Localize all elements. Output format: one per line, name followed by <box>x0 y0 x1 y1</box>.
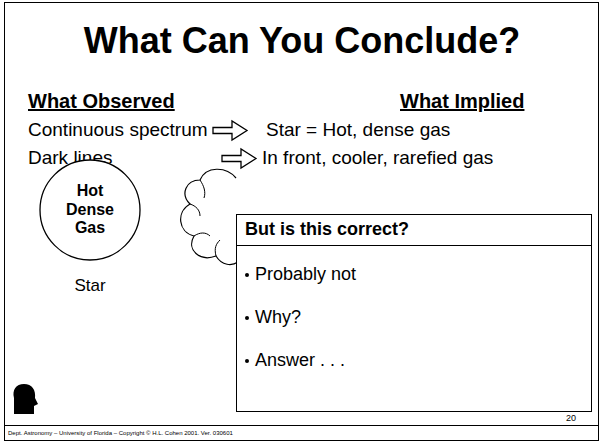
callout-box: But is this correct? Probably notWhy? Answ… <box>236 214 592 412</box>
circle-label: Hot Dense Gas <box>60 180 120 240</box>
column-heading: What Implied <box>400 90 524 113</box>
bullet-dot <box>245 316 249 320</box>
bullet-text: Why? <box>255 307 301 328</box>
implies-arrow <box>222 149 256 168</box>
bullet-row: Why? <box>237 307 591 328</box>
footer-rule <box>5 425 599 426</box>
star-circle: Hot Dense GasStar <box>38 158 142 308</box>
implies-arrow <box>213 121 247 140</box>
bullet-text: Answer . . . <box>255 350 345 371</box>
bullet-dot <box>245 273 249 277</box>
page-number: 20 <box>566 413 576 423</box>
bullet-text: Probably not <box>255 264 356 285</box>
slide-title: What Can You Conclude? <box>0 20 604 61</box>
slide-frame <box>5 3 599 441</box>
implication-text: Star = Hot, dense gas <box>266 119 450 141</box>
column-heading: What Observed <box>28 90 175 113</box>
circle-shape <box>40 160 140 260</box>
bullet-dot <box>245 359 249 363</box>
bullet-row: Probably not <box>237 264 591 285</box>
footer-credit: Dept. Astronomy – University of Florida … <box>8 430 233 437</box>
observation-text: Continuous spectrum <box>28 119 208 141</box>
observer-icon <box>13 384 38 414</box>
cloud-lobe <box>190 180 220 256</box>
bullet-row: Answer . . . <box>237 350 591 371</box>
gas-cloud <box>181 169 238 264</box>
star-label: Star <box>38 276 142 296</box>
implication-text: In front, cooler, rarefied gas <box>262 147 493 169</box>
callout-heading: But is this correct? <box>237 215 591 246</box>
